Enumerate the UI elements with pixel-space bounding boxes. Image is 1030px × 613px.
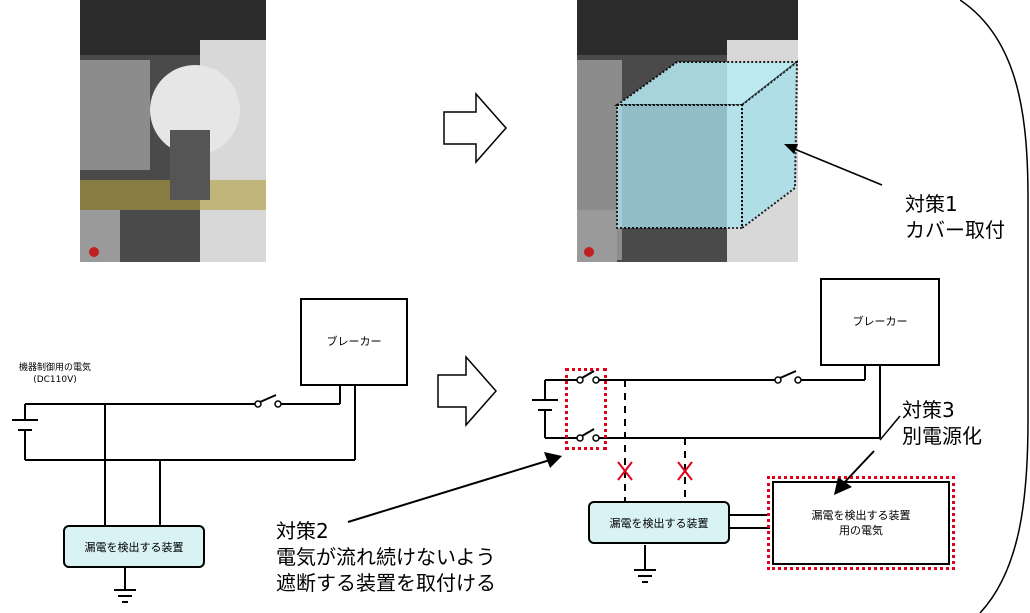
- measure3-line1: 対策3: [902, 398, 955, 422]
- switch-icon: [576, 370, 600, 384]
- switch-icon: [774, 370, 802, 384]
- left-leak-detector: 漏電を検出する装置: [63, 525, 205, 568]
- measure2-line3: 遮断する装置を取付ける: [276, 571, 496, 595]
- right-leak-detector: 漏電を検出する装置: [588, 501, 730, 544]
- leak-power-line2: 用の電気: [839, 524, 883, 537]
- measure1-line1: 対策1: [905, 192, 958, 216]
- photo-after: [577, 0, 798, 262]
- right-leak-label: 漏電を検出する装置: [609, 516, 709, 530]
- battery-icon: [12, 404, 38, 460]
- measure1-label: 対策1 カバー取付: [905, 191, 1005, 243]
- ground-icon: [634, 545, 656, 583]
- right-arrow-icon: [437, 355, 498, 427]
- measure3-label: 対策3 別電源化: [902, 397, 982, 449]
- right-circuit-wires: [532, 366, 881, 583]
- measure1-line2: カバー取付: [905, 218, 1005, 242]
- measure2-line2: 電気が流れ続けないよう: [276, 545, 496, 569]
- cover-cube: [613, 59, 798, 231]
- leak-power-box: 漏電を検出する装置 用の電気: [772, 481, 950, 565]
- ground-icon: [114, 568, 136, 603]
- left-circuit-wires: [12, 386, 356, 603]
- left-leak-label: 漏電を検出する装置: [84, 540, 184, 554]
- right-breaker-label: ブレーカー: [852, 315, 908, 329]
- power-label-line1: 機器制御用の電気: [18, 363, 91, 373]
- measure3-pointer: [879, 415, 901, 441]
- power-label: 機器制御用の電気 (DC110V): [10, 362, 100, 386]
- measure2-line1: 対策2: [276, 519, 329, 543]
- measure2-label: 対策2 電気が流れ続けないよう 遮断する装置を取付ける: [276, 518, 496, 596]
- photo-before-image: [80, 0, 266, 262]
- photo-before: [80, 0, 266, 262]
- right-arrow-icon: [443, 92, 508, 164]
- separate-power-highlight: [767, 476, 955, 570]
- cross-mark-icon: [677, 461, 693, 481]
- frame-arc: [960, 0, 1029, 613]
- right-breaker-box: ブレーカー: [820, 278, 940, 366]
- new-breaker-highlight: [565, 368, 607, 450]
- measure1-pointer: [784, 144, 883, 186]
- photo-after-image: [577, 0, 798, 262]
- power-label-line2: (DC110V): [33, 375, 77, 385]
- cross-mark-icon: [617, 461, 633, 481]
- left-breaker-box: ブレーカー: [300, 298, 408, 386]
- measure2-pointer: [347, 452, 562, 523]
- switch-icon: [254, 394, 282, 408]
- leak-power-line1: 漏電を検出する装置: [811, 508, 911, 522]
- battery-icon: [532, 380, 558, 438]
- measure3-line2: 別電源化: [902, 424, 982, 448]
- left-breaker-label: ブレーカー: [326, 335, 382, 349]
- measure3-arrow: [834, 450, 875, 495]
